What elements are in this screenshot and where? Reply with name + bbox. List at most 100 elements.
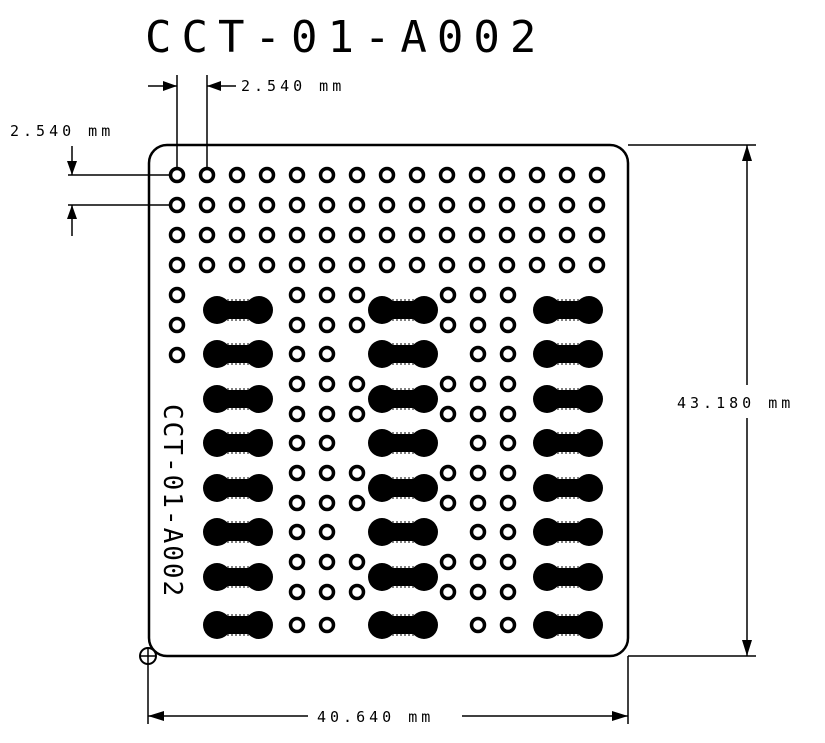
through-hole bbox=[499, 494, 517, 512]
pad-bridge bbox=[382, 479, 424, 497]
through-hole bbox=[318, 616, 336, 634]
through-hole bbox=[228, 196, 246, 214]
through-hole bbox=[439, 553, 457, 571]
through-hole bbox=[258, 166, 276, 184]
through-hole bbox=[318, 434, 336, 452]
through-hole bbox=[408, 256, 426, 274]
through-hole bbox=[288, 494, 306, 512]
through-hole bbox=[558, 256, 576, 274]
through-hole bbox=[469, 375, 487, 393]
through-hole bbox=[499, 553, 517, 571]
through-hole bbox=[288, 405, 306, 423]
through-hole bbox=[348, 316, 366, 334]
board-label: CCT-01-A002 bbox=[157, 404, 187, 598]
through-hole bbox=[348, 553, 366, 571]
through-hole bbox=[348, 375, 366, 393]
pad-pair bbox=[368, 563, 438, 591]
through-hole bbox=[588, 196, 606, 214]
through-hole bbox=[558, 226, 576, 244]
through-hole bbox=[168, 196, 186, 214]
through-hole bbox=[528, 196, 546, 214]
through-hole bbox=[438, 256, 456, 274]
through-hole bbox=[348, 405, 366, 423]
through-hole bbox=[469, 316, 487, 334]
through-hole bbox=[168, 256, 186, 274]
through-hole bbox=[498, 256, 516, 274]
through-hole bbox=[499, 316, 517, 334]
through-hole bbox=[318, 523, 336, 541]
through-hole bbox=[198, 256, 216, 274]
through-hole bbox=[288, 553, 306, 571]
through-hole bbox=[258, 196, 276, 214]
through-hole bbox=[498, 166, 516, 184]
through-hole bbox=[318, 494, 336, 512]
through-hole bbox=[288, 345, 306, 363]
through-hole bbox=[499, 583, 517, 601]
through-hole bbox=[469, 464, 487, 482]
through-hole bbox=[228, 256, 246, 274]
through-hole bbox=[499, 375, 517, 393]
pad-pair bbox=[533, 563, 603, 591]
through-hole bbox=[228, 226, 246, 244]
through-hole bbox=[468, 196, 486, 214]
pad-pair bbox=[533, 429, 603, 457]
through-hole bbox=[168, 226, 186, 244]
through-hole bbox=[318, 345, 336, 363]
through-hole bbox=[558, 196, 576, 214]
through-hole bbox=[588, 256, 606, 274]
through-hole bbox=[288, 464, 306, 482]
pad-bridge bbox=[217, 568, 259, 586]
through-hole bbox=[498, 226, 516, 244]
through-hole bbox=[439, 286, 457, 304]
through-hole bbox=[348, 256, 366, 274]
pad-bridge bbox=[382, 616, 424, 634]
pad-pair bbox=[368, 296, 438, 324]
pad-bridge bbox=[382, 434, 424, 452]
through-hole bbox=[288, 316, 306, 334]
through-hole bbox=[288, 286, 306, 304]
pitch-horizontal-dimension: 2.540 mm bbox=[148, 75, 345, 172]
through-hole bbox=[318, 286, 336, 304]
through-hole bbox=[168, 346, 186, 364]
through-hole bbox=[499, 523, 517, 541]
through-hole bbox=[439, 583, 457, 601]
through-hole bbox=[469, 583, 487, 601]
origin-marker bbox=[139, 647, 157, 665]
through-hole bbox=[258, 226, 276, 244]
pad-array bbox=[203, 296, 603, 639]
through-hole bbox=[469, 523, 487, 541]
pad-bridge bbox=[382, 523, 424, 541]
pad-pair bbox=[203, 296, 273, 324]
through-hole bbox=[469, 616, 487, 634]
through-hole bbox=[288, 166, 306, 184]
through-hole bbox=[198, 166, 216, 184]
through-hole bbox=[378, 226, 396, 244]
pad-bridge bbox=[382, 568, 424, 586]
pad-pair bbox=[203, 563, 273, 591]
through-hole bbox=[528, 226, 546, 244]
pad-bridge bbox=[217, 345, 259, 363]
through-hole bbox=[528, 256, 546, 274]
through-hole bbox=[439, 375, 457, 393]
through-hole bbox=[168, 316, 186, 334]
through-hole bbox=[198, 226, 216, 244]
through-hole bbox=[468, 226, 486, 244]
through-hole bbox=[258, 256, 276, 274]
through-hole bbox=[288, 375, 306, 393]
pad-bridge bbox=[547, 434, 589, 452]
pad-pair bbox=[533, 340, 603, 368]
through-hole bbox=[318, 316, 336, 334]
through-hole bbox=[469, 345, 487, 363]
pad-pair bbox=[203, 340, 273, 368]
pad-pair bbox=[368, 385, 438, 413]
through-hole bbox=[288, 434, 306, 452]
through-hole bbox=[408, 226, 426, 244]
pitch-horizontal-label: 2.540 mm bbox=[241, 77, 345, 95]
pitch-vertical-dimension: 2.540 mm bbox=[10, 122, 177, 236]
through-hole bbox=[378, 256, 396, 274]
pad-pair bbox=[368, 518, 438, 546]
width-dimension: 40.640 mm bbox=[147, 656, 629, 726]
through-hole bbox=[348, 196, 366, 214]
